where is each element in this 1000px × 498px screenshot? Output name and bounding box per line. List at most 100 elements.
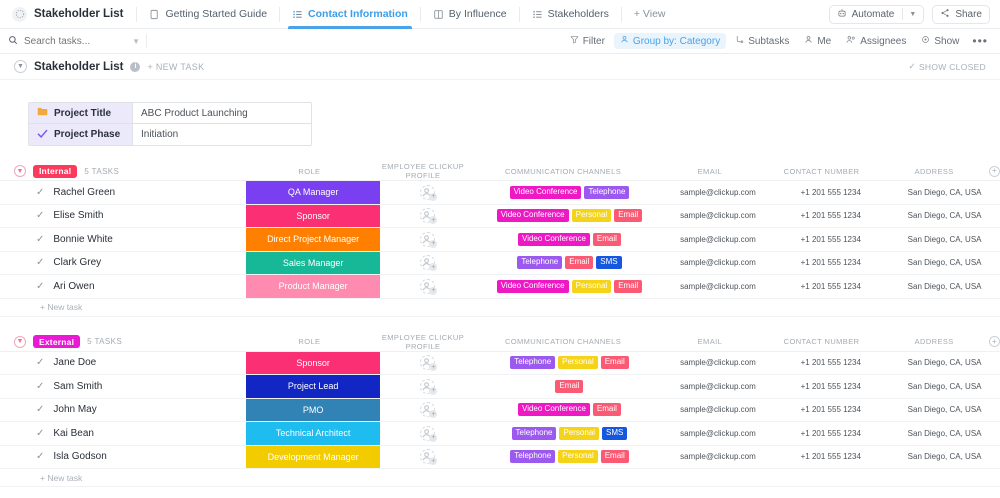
add-assignee-icon[interactable]: +: [429, 386, 438, 395]
add-assignee-icon[interactable]: +: [429, 457, 438, 466]
address-cell[interactable]: San Diego, CA, USA: [907, 211, 982, 221]
contact-number-cell[interactable]: +1 201 555 1234: [800, 358, 861, 368]
email-cell[interactable]: sample@clickup.com: [680, 358, 756, 368]
task-status-check-icon[interactable]: ✓: [36, 186, 45, 198]
add-assignee-icon[interactable]: +: [429, 286, 438, 295]
task-status-check-icon[interactable]: ✓: [36, 257, 45, 269]
show-button[interactable]: Show: [915, 33, 965, 49]
contact-number-cell[interactable]: +1 201 555 1234: [800, 187, 861, 197]
group-badge[interactable]: Internal: [33, 164, 78, 178]
role-cell[interactable]: Direct Project Manager: [245, 228, 381, 251]
add-assignee-icon[interactable]: +: [429, 192, 438, 201]
avatar-placeholder-icon[interactable]: +: [420, 208, 438, 225]
channel-tag[interactable]: Telephone: [510, 450, 556, 464]
project-phase-value[interactable]: Initiation: [133, 124, 311, 145]
group-collapse-icon[interactable]: ▼: [14, 165, 26, 177]
employee-profile-cell[interactable]: +: [380, 352, 475, 375]
channel-tag[interactable]: Telephone: [517, 256, 563, 270]
role-cell[interactable]: PMO: [245, 398, 381, 421]
share-button[interactable]: Share: [932, 4, 990, 24]
channel-tag[interactable]: SMS: [602, 426, 628, 440]
channel-tag[interactable]: Video Conference: [518, 232, 590, 246]
task-name-cell[interactable]: ✓Rachel Green: [0, 181, 246, 204]
task-name-cell[interactable]: ✓Clark Grey: [0, 252, 246, 275]
employee-profile-cell[interactable]: +: [380, 252, 475, 275]
channel-tag[interactable]: Telephone: [510, 356, 556, 370]
contact-number-cell[interactable]: +1 201 555 1234: [800, 405, 861, 415]
avatar-placeholder-icon[interactable]: +: [420, 449, 438, 466]
task-name-cell[interactable]: ✓John May: [0, 399, 246, 422]
email-cell[interactable]: sample@clickup.com: [680, 452, 756, 462]
role-cell[interactable]: Project Lead: [245, 375, 381, 398]
add-column-button[interactable]: +: [989, 165, 1000, 177]
address-cell[interactable]: San Diego, CA, USA: [907, 258, 982, 268]
channel-tag[interactable]: Email: [592, 232, 621, 246]
tab-stakeholders[interactable]: Stakeholders: [524, 0, 617, 29]
employee-profile-cell[interactable]: +: [380, 181, 475, 204]
email-cell[interactable]: sample@clickup.com: [680, 234, 756, 244]
task-name-cell[interactable]: ✓Isla Godson: [0, 446, 246, 469]
add-view-button[interactable]: + View: [626, 8, 674, 20]
channel-tag[interactable]: SMS: [596, 256, 622, 270]
add-column-button[interactable]: +: [989, 336, 1000, 347]
role-cell[interactable]: Sales Manager: [245, 251, 381, 274]
channel-tag[interactable]: Personal: [571, 279, 612, 293]
task-name-cell[interactable]: ✓Kai Bean: [0, 422, 246, 445]
task-status-check-icon[interactable]: ✓: [36, 427, 45, 439]
employee-profile-cell[interactable]: +: [380, 205, 475, 228]
group-badge[interactable]: External: [33, 335, 81, 348]
task-status-check-icon[interactable]: ✓: [36, 404, 45, 416]
email-cell[interactable]: sample@clickup.com: [680, 258, 756, 268]
avatar-placeholder-icon[interactable]: +: [420, 231, 438, 248]
task-name-cell[interactable]: ✓Jane Doe: [0, 352, 246, 375]
email-cell[interactable]: sample@clickup.com: [680, 281, 756, 291]
channel-tag[interactable]: Email: [555, 379, 584, 393]
contact-number-cell[interactable]: +1 201 555 1234: [800, 234, 861, 244]
automate-button[interactable]: Automate ▼: [828, 4, 925, 24]
task-name-cell[interactable]: ✓Sam Smith: [0, 375, 246, 398]
task-status-check-icon[interactable]: ✓: [36, 451, 45, 463]
filter-button[interactable]: Filter: [564, 33, 611, 49]
role-cell[interactable]: Product Manager: [245, 275, 381, 298]
project-title-value[interactable]: ABC Product Launching: [133, 103, 311, 123]
channel-tag[interactable]: Email: [614, 209, 643, 223]
address-cell[interactable]: San Diego, CA, USA: [907, 452, 982, 462]
show-closed-button[interactable]: ✓ SHOW CLOSED: [909, 61, 987, 72]
channel-tag[interactable]: Video Conference: [509, 185, 582, 199]
new-task-row[interactable]: + New task: [0, 298, 1000, 317]
channel-tag[interactable]: Personal: [559, 426, 600, 440]
address-cell[interactable]: San Diego, CA, USA: [907, 281, 982, 291]
avatar-placeholder-icon[interactable]: +: [420, 184, 438, 201]
new-task-button[interactable]: + NEW TASK: [147, 61, 205, 72]
avatar-placeholder-icon[interactable]: +: [420, 355, 438, 372]
address-cell[interactable]: San Diego, CA, USA: [907, 187, 982, 197]
address-cell[interactable]: San Diego, CA, USA: [907, 358, 982, 368]
address-cell[interactable]: San Diego, CA, USA: [907, 234, 982, 244]
role-cell[interactable]: Sponsor: [245, 204, 381, 227]
email-cell[interactable]: sample@clickup.com: [680, 405, 756, 415]
channel-tag[interactable]: Video Conference: [496, 209, 569, 223]
task-status-check-icon[interactable]: ✓: [36, 357, 45, 369]
more-options-button[interactable]: •••: [972, 34, 988, 48]
me-button[interactable]: Me: [798, 33, 837, 49]
search-tasks[interactable]: ▼: [8, 32, 140, 50]
add-assignee-icon[interactable]: +: [429, 433, 438, 442]
communication-channels-cell[interactable]: Email: [475, 375, 663, 398]
channel-tag[interactable]: Personal: [558, 356, 598, 370]
chevron-down-icon[interactable]: ▼: [909, 10, 917, 18]
add-assignee-icon[interactable]: +: [429, 216, 438, 225]
email-cell[interactable]: sample@clickup.com: [680, 381, 756, 391]
chevron-down-icon[interactable]: ▼: [132, 36, 140, 46]
